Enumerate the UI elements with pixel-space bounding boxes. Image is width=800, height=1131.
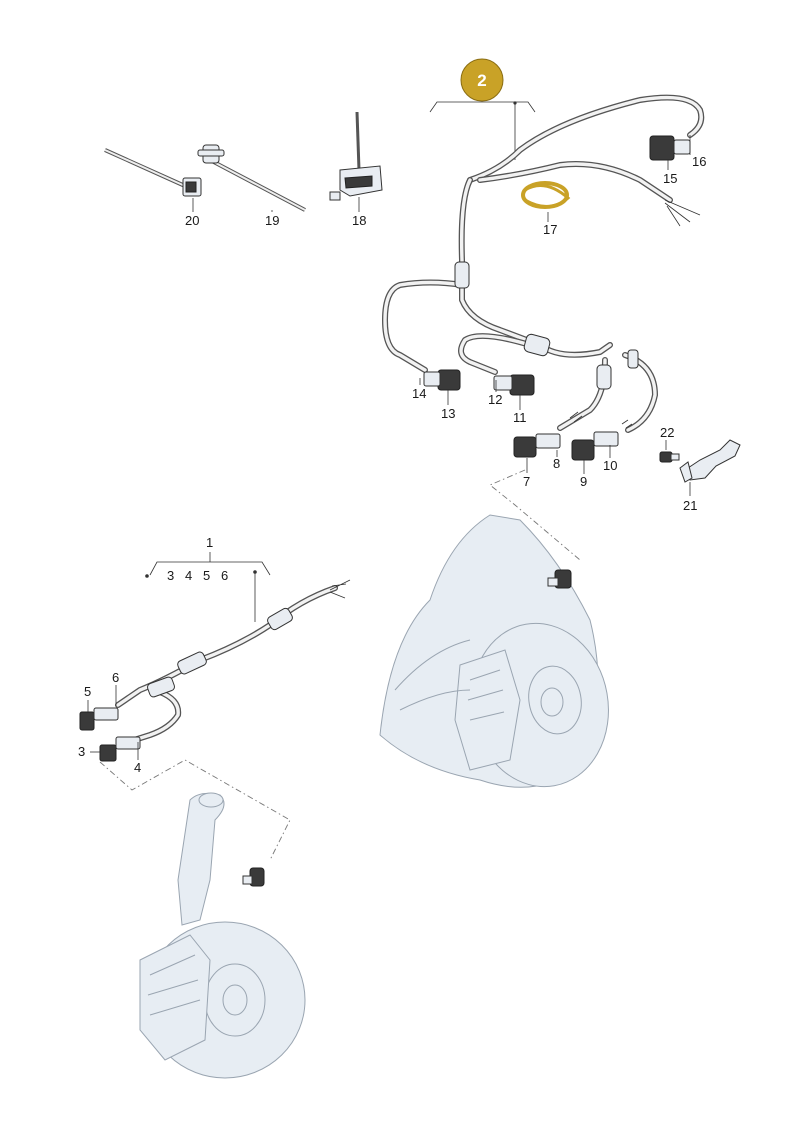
callout-13: 13 (441, 406, 455, 421)
cable-tie-19[interactable] (197, 144, 306, 212)
callout-16: 16 (692, 154, 706, 169)
connector-3[interactable] (99, 736, 141, 762)
callout-7: 7 (523, 474, 530, 489)
callout-4: 4 (134, 760, 141, 775)
screw-22[interactable] (659, 451, 680, 463)
connector-7[interactable] (513, 433, 561, 458)
leader-lines (87, 135, 691, 760)
wheel-speed-sensor-front[interactable] (547, 569, 572, 589)
assembly-badge[interactable]: 2 (460, 58, 504, 102)
bracket-21[interactable] (679, 439, 741, 483)
group-member-6: 6 (221, 568, 228, 583)
callout-5: 5 (84, 684, 91, 699)
brake-assembly-front (379, 514, 609, 788)
callout-15: 15 (663, 171, 677, 186)
callout-12: 12 (488, 392, 502, 407)
wiring-harness-upper[interactable] (382, 94, 705, 433)
callout-19: 19 (265, 213, 279, 228)
cable-bundle-highlight[interactable] (521, 181, 571, 209)
badge-label: 2 (477, 71, 486, 90)
callout-9: 9 (580, 474, 587, 489)
callout-21: 21 (683, 498, 697, 513)
callout-10: 10 (603, 458, 617, 473)
wheel-speed-sensor-rear[interactable] (242, 867, 265, 887)
group-member-4: 4 (185, 568, 192, 583)
wiring-harness-lower[interactable] (115, 579, 351, 745)
holder-18[interactable] (329, 111, 383, 201)
connector-11[interactable] (493, 374, 535, 396)
callout-22: 22 (660, 425, 674, 440)
callout-20: 20 (185, 213, 199, 228)
callout-6: 6 (112, 670, 119, 685)
connector-13[interactable] (423, 369, 461, 391)
group-member-5: 5 (203, 568, 210, 583)
callout-3: 3 (78, 744, 85, 759)
callout-labels: 16 15 17 20 19 18 14 13 12 11 8 7 10 9 2… (78, 154, 706, 775)
callout-1: 1 (206, 535, 213, 550)
callout-18: 18 (352, 213, 366, 228)
callout-14: 14 (412, 386, 426, 401)
callout-8: 8 (553, 456, 560, 471)
cable-tie-20[interactable] (104, 148, 202, 197)
group-member-3: 3 (167, 568, 174, 583)
connector-9[interactable] (571, 431, 619, 461)
connector-15[interactable] (649, 135, 691, 161)
connector-5[interactable] (79, 707, 119, 731)
callout-17: 17 (543, 222, 557, 237)
harness-sleeves (454, 261, 639, 390)
brake-assembly-rear (139, 792, 306, 1079)
callout-11: 11 (513, 410, 527, 425)
